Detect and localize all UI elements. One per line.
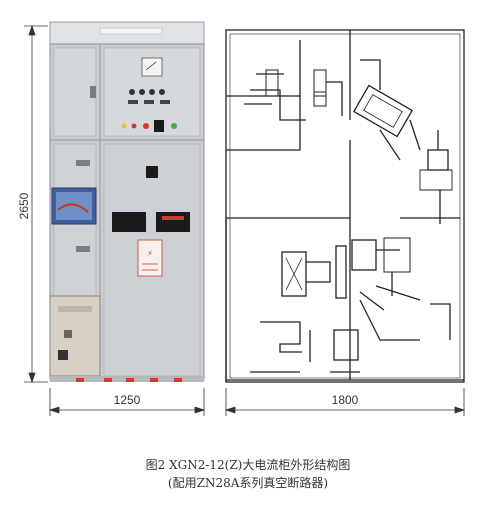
- side-width-dimension: [224, 388, 466, 416]
- side-section-view: [225, 29, 465, 383]
- front-view-cabinet: ⚡: [49, 21, 205, 382]
- front-width-dimension: [48, 388, 206, 416]
- front-width-label: 1250: [114, 393, 141, 407]
- figure-caption-subtitle: (配用ZN28A系列真空断路器): [167, 476, 329, 490]
- figure-caption-title: 图2 XGN2-12(Z)大电流柜外形结构图: [145, 458, 351, 472]
- height-dimension: [24, 24, 48, 384]
- height-dimension-label: 2650: [17, 192, 31, 219]
- side-width-label: 1800: [332, 393, 359, 407]
- svg-text:⚡: ⚡: [147, 249, 153, 258]
